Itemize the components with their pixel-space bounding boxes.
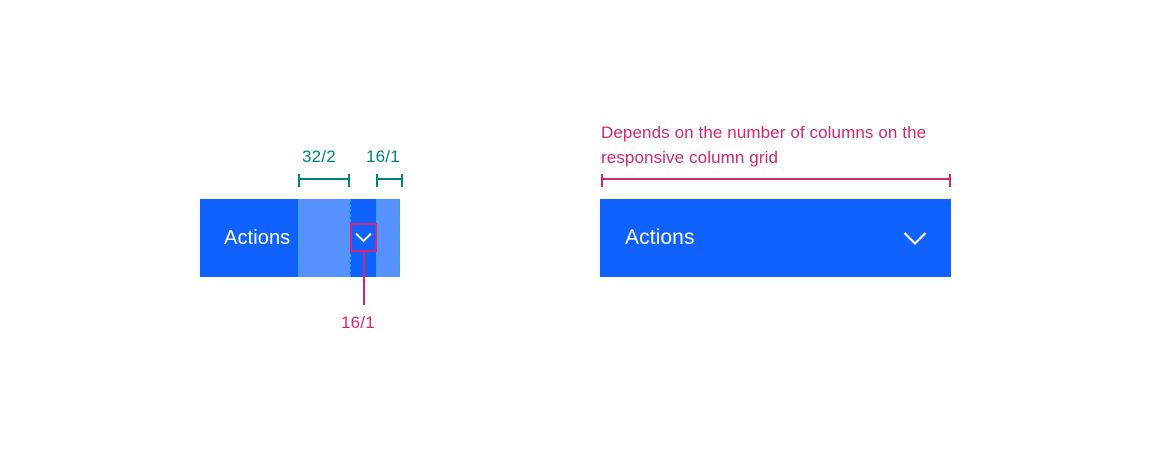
- dimension-label-right-padding: 16/1: [366, 147, 400, 166]
- actions-button[interactable]: Actions: [600, 199, 951, 277]
- spec-actions-button[interactable]: Actions: [200, 199, 400, 277]
- tick-right: [949, 174, 951, 187]
- dimension-bar-gap: [298, 174, 350, 187]
- callout-label-caret: 16/1: [341, 313, 375, 332]
- tick-left: [601, 174, 603, 187]
- overlay-band-gap: [298, 199, 350, 277]
- callout-leader-line: [363, 252, 365, 305]
- chevron-down-icon: [355, 232, 372, 243]
- guide-line-4: [399, 199, 400, 277]
- dimension-bar-right-padding: [376, 174, 403, 187]
- guide-line-1: [298, 199, 299, 277]
- spec-button-label: Actions: [224, 226, 291, 249]
- width-span-measure: [601, 174, 951, 187]
- tick-left: [376, 174, 378, 187]
- tick-right: [348, 174, 350, 187]
- spec-caret-hitbox[interactable]: [350, 223, 377, 252]
- actions-button-label: Actions: [625, 226, 695, 249]
- overlay-band-right-padding: [376, 199, 400, 277]
- tick-right: [401, 174, 403, 187]
- tick-left: [298, 174, 300, 187]
- chevron-down-icon: [903, 231, 927, 246]
- responsive-width-caption: Depends on the number of columns on the …: [601, 123, 927, 167]
- dimension-label-gap: 32/2: [302, 147, 336, 166]
